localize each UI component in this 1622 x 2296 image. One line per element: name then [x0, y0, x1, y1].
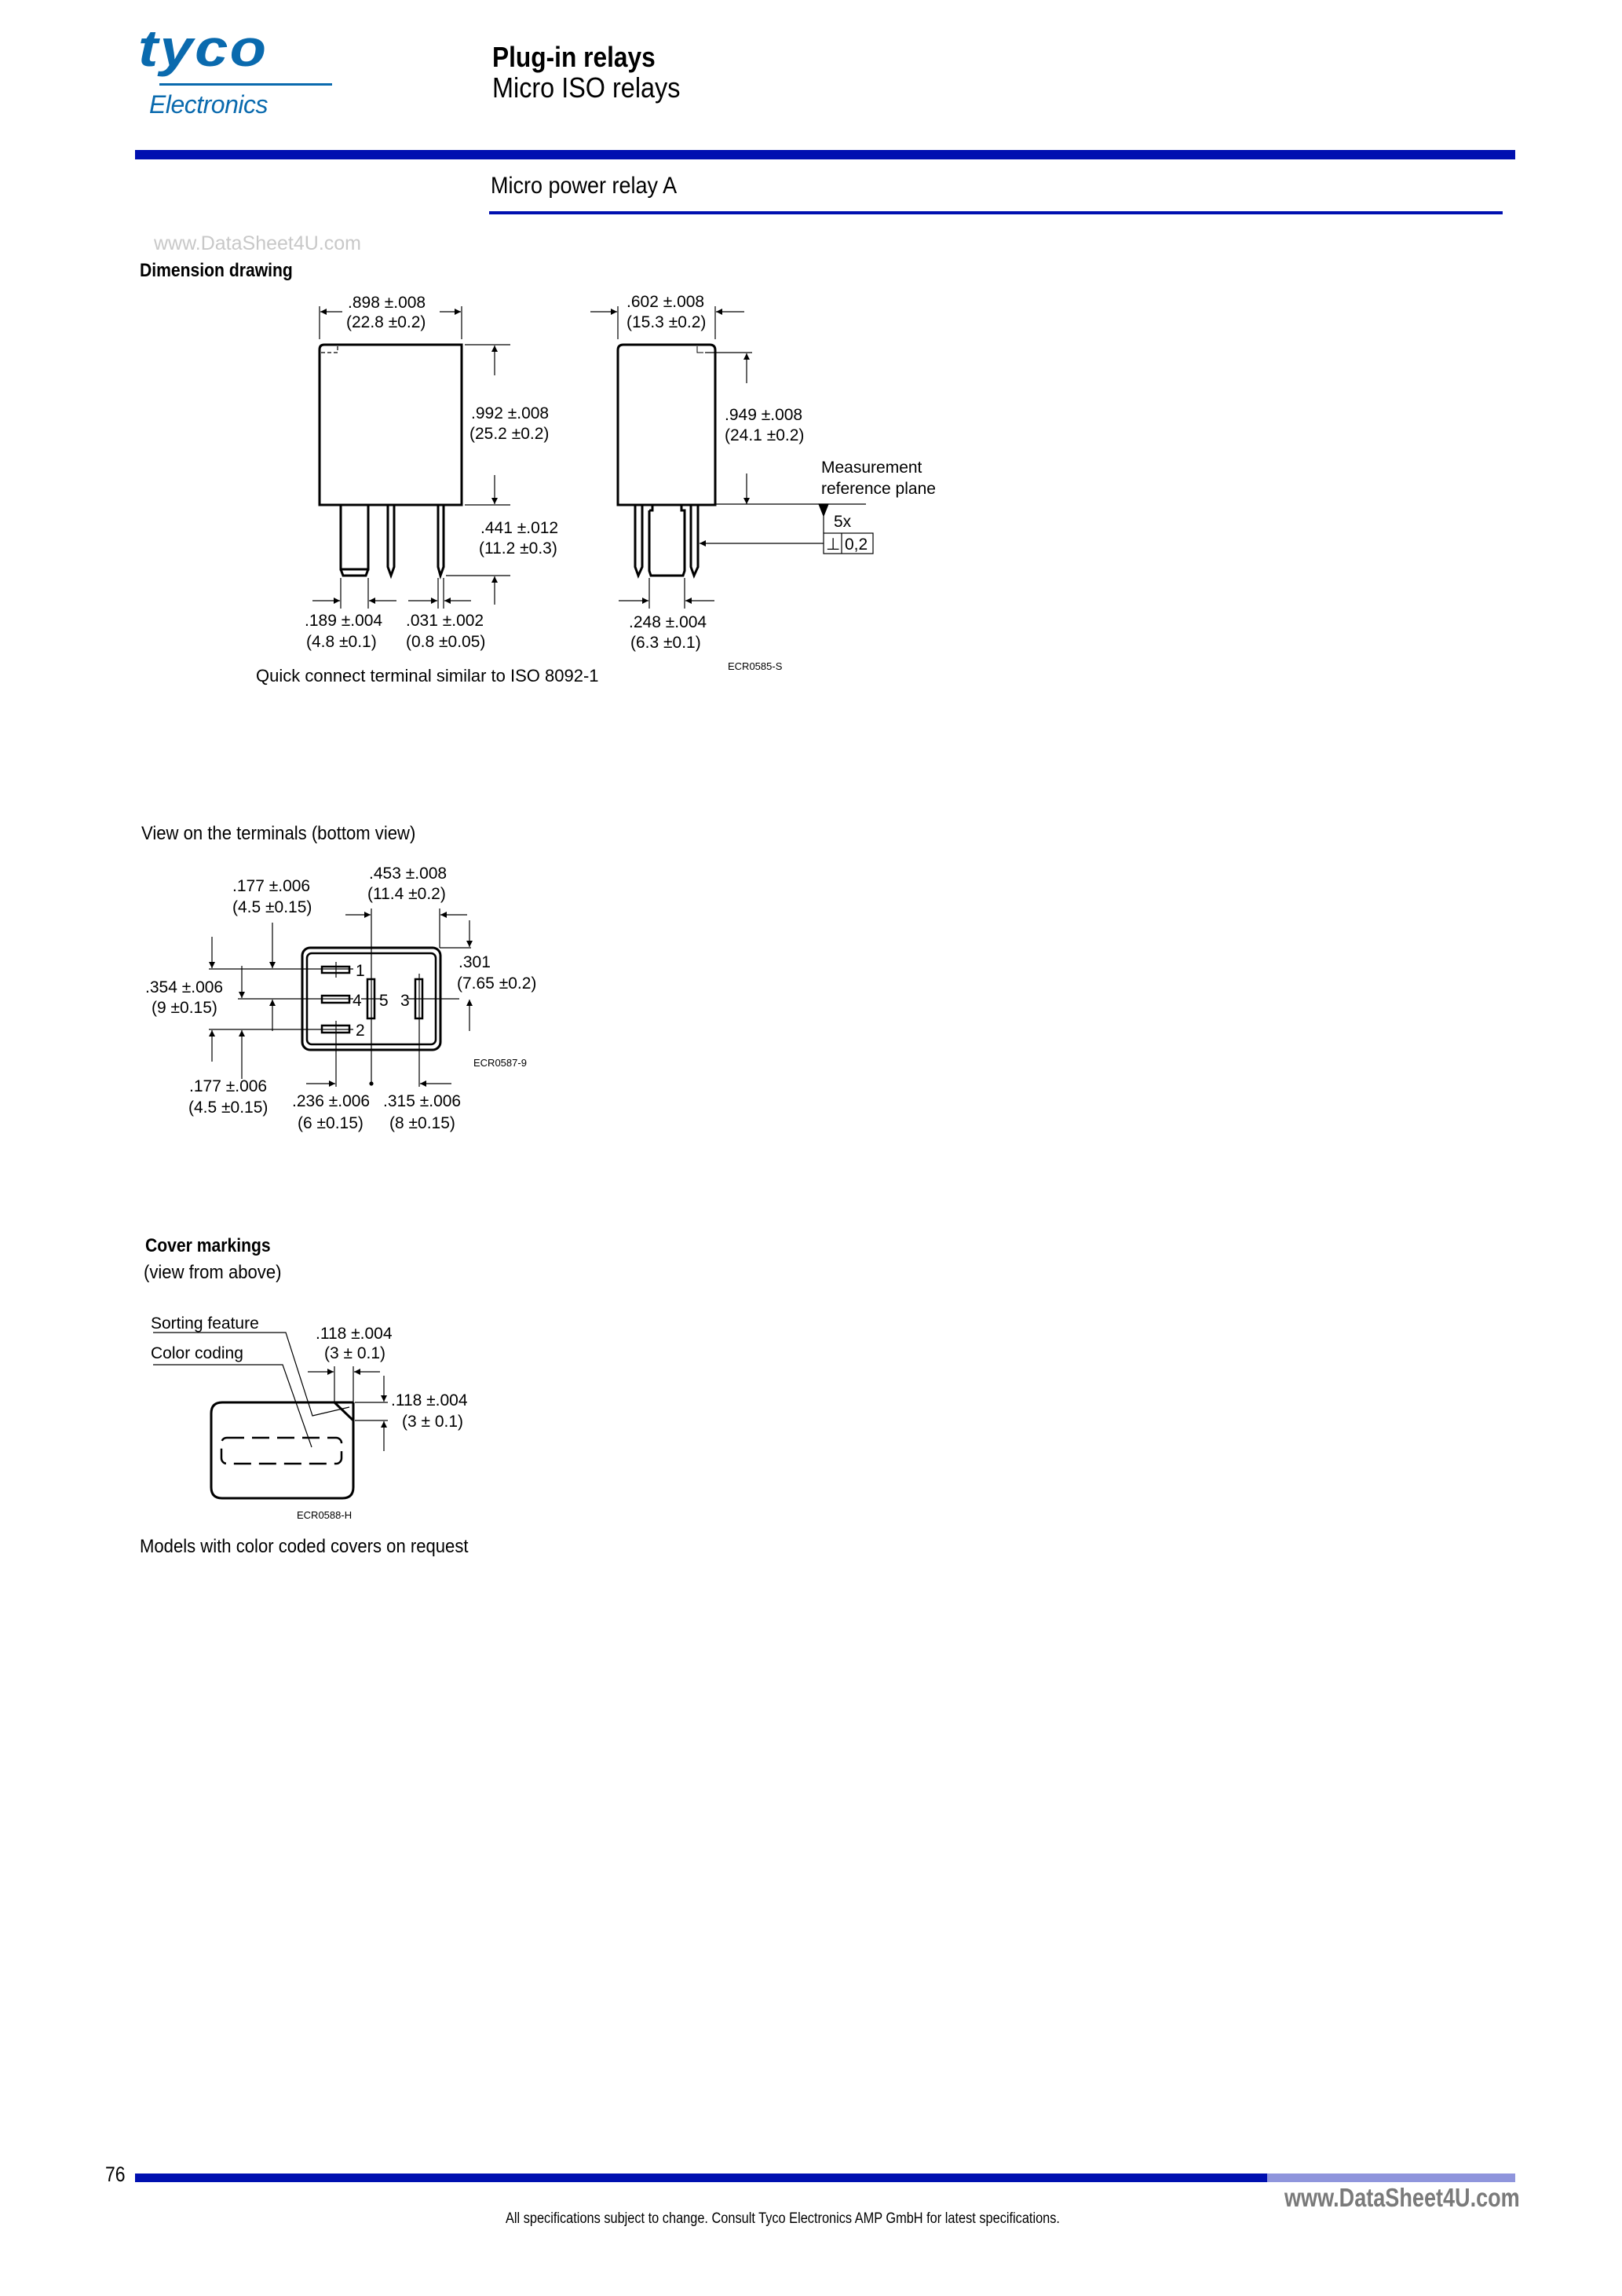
dim-pin-side-mm: (6.3 ±0.1)	[630, 634, 701, 652]
tv-bottom-right-in: .315 ±.006	[383, 1092, 461, 1110]
dim-depth-mm: (15.3 ±0.2)	[627, 313, 706, 331]
tv-bottom-mid-mm: (6 ±0.15)	[298, 1114, 363, 1132]
terminal-bottom-view	[209, 909, 473, 1087]
dim-pin-wide-in: .189 ±.004	[305, 612, 382, 630]
footer-disclaimer: All specifications subject to change. Co…	[506, 2210, 1060, 2227]
section-divider	[489, 211, 1503, 214]
relay-side-view	[590, 306, 874, 609]
tv-top-mm: (11.4 ±0.2)	[367, 885, 446, 903]
quick-connect-caption: Quick connect terminal similar to ISO 80…	[256, 666, 599, 686]
dim-pin-length-in: .441 ±.012	[480, 519, 558, 537]
tv-bottom-right-mm: (8 ±0.15)	[389, 1114, 455, 1132]
ref-plane-label-2: reference plane	[821, 480, 936, 498]
page-title: Plug-in relays	[492, 41, 656, 73]
dim-width-mm: (22.8 ±0.2)	[346, 313, 426, 331]
tv-bottom-mid-in: .236 ±.006	[292, 1092, 370, 1110]
dim-pin-side-in: .248 ±.004	[629, 613, 707, 631]
cover-markings-subheading: (view from above)	[144, 1262, 282, 1283]
pin-label-5: 5	[379, 992, 389, 1010]
tv-left-mm: (9 ±0.15)	[152, 999, 217, 1017]
tv-bottom-left-mm: (4.5 ±0.15)	[188, 1099, 268, 1117]
drawing-code-ecr0587: ECR0587-9	[473, 1057, 527, 1069]
cover-top-view	[153, 1332, 388, 1500]
relay-front-view	[312, 306, 510, 609]
dim-height-mm: (25.2 ±0.2)	[469, 425, 549, 443]
tv-top-left-mm: (4.5 ±0.15)	[232, 898, 312, 916]
dim-height-in: .992 ±.008	[471, 404, 549, 422]
cover-dim-v-in: .118 ±.004	[391, 1391, 468, 1409]
tolerance-value: 0,2	[845, 536, 868, 554]
dim-side-height-mm: (24.1 ±0.2)	[725, 426, 804, 444]
dim-pin-thin-in: .031 ±.002	[406, 612, 484, 630]
cover-markings-heading: Cover markings	[145, 1235, 271, 1256]
tv-right-mm: (7.65 ±0.2)	[457, 974, 536, 993]
tv-top-left-in: .177 ±.006	[232, 877, 310, 895]
page-subtitle: Micro ISO relays	[492, 71, 681, 104]
section-title: Micro power relay A	[491, 173, 678, 199]
label-color-coding: Color coding	[151, 1344, 243, 1362]
tv-right-in: .301	[458, 953, 491, 971]
dim-depth-in: .602 ±.008	[627, 293, 704, 311]
ref-plane-label-1: Measurement	[821, 459, 922, 477]
drawing-code-ecr0585: ECR0585-S	[728, 660, 783, 672]
cover-dim-h-mm: (3 ± 0.1)	[324, 1344, 385, 1362]
logo-divider	[159, 83, 332, 86]
cover-dim-v-mm: (3 ± 0.1)	[402, 1413, 463, 1431]
cover-markings-note: Models with color coded covers on reques…	[140, 1536, 469, 1557]
pin-label-3: 3	[400, 992, 410, 1010]
footer-bar	[135, 2174, 1267, 2182]
tv-left-in: .354 ±.006	[145, 978, 223, 996]
pin-label-2: 2	[356, 1022, 365, 1040]
header-bar	[135, 150, 1515, 159]
tv-top-in: .453 ±.008	[369, 865, 447, 883]
pin-label-1: 1	[356, 962, 365, 980]
drawing-code-ecr0588: ECR0588-H	[297, 1509, 352, 1521]
watermark-top: www.DataSheet4U.com	[154, 232, 362, 254]
dim-width-in: .898 ±.008	[348, 294, 426, 312]
cover-dim-h-in: .118 ±.004	[316, 1325, 393, 1343]
ref-count: 5x	[834, 513, 852, 531]
dim-side-height-in: .949 ±.008	[725, 406, 802, 424]
dim-pin-thin-mm: (0.8 ±0.05)	[406, 633, 485, 651]
watermark-bottom: www.DataSheet4U.com	[1284, 2183, 1520, 2212]
pin-label-4: 4	[353, 992, 362, 1010]
dimension-drawing-heading: Dimension drawing	[140, 260, 293, 281]
dim-pin-length-mm: (11.2 ±0.3)	[479, 539, 557, 558]
tyco-logo: tyco	[138, 19, 269, 77]
tv-bottom-left-in: .177 ±.006	[189, 1077, 267, 1095]
page-number: 76	[105, 2163, 126, 2186]
electronics-logo-text: Electronics	[149, 90, 269, 119]
label-sorting-feature: Sorting feature	[151, 1314, 259, 1333]
footer-bar-accent	[1267, 2174, 1515, 2182]
perpendicularity-icon: ⊥	[826, 536, 840, 554]
dim-pin-wide-mm: (4.8 ±0.1)	[306, 633, 377, 651]
terminal-view-heading: View on the terminals (bottom view)	[141, 823, 416, 844]
